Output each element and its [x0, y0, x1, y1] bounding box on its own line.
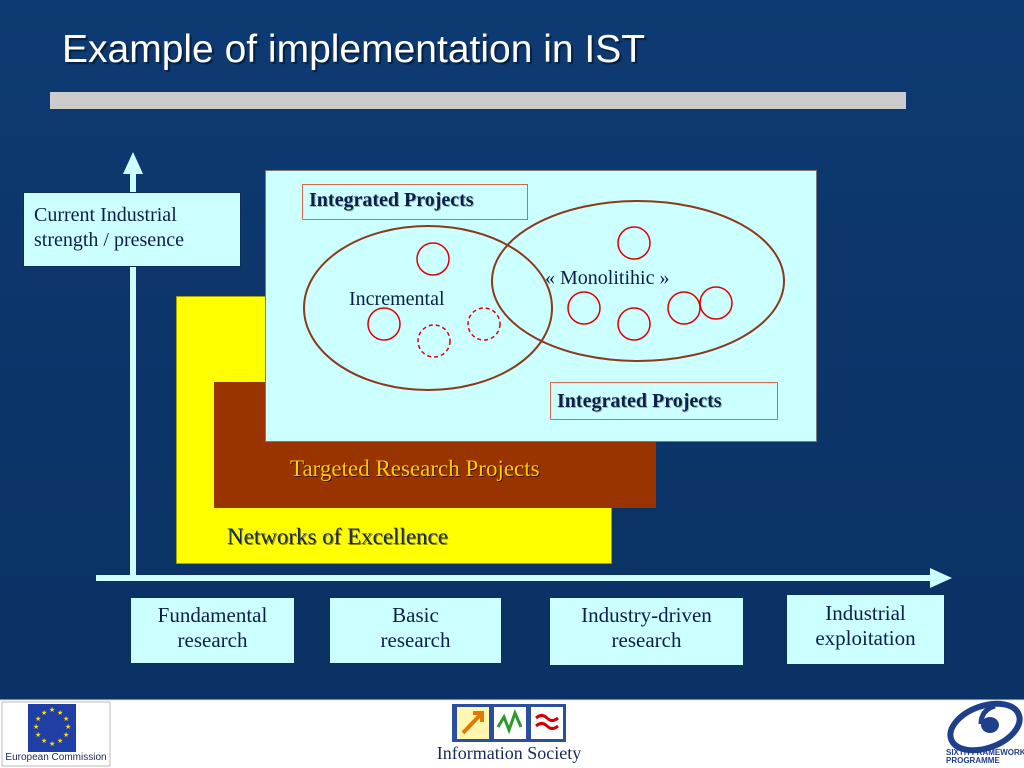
- incremental-label: Incremental: [349, 288, 445, 310]
- stage-industry-driven-research: Industry-driven research: [549, 597, 744, 666]
- project-circle: [667, 291, 701, 325]
- svg-text:★: ★: [49, 706, 55, 714]
- slide-title: Example of implementation in IST: [62, 28, 646, 71]
- fp6-caption-line2: PROGRAMME: [946, 756, 1000, 765]
- information-society-logo-icon: [433, 702, 585, 766]
- svg-text:★: ★: [63, 731, 69, 739]
- monolithic-label: « Monolitihic »: [545, 267, 670, 289]
- svg-text:★: ★: [35, 731, 41, 739]
- information-society-caption: Information Society: [436, 743, 582, 763]
- stage-fundamental-research: Fundamental research: [130, 597, 295, 664]
- y-axis-label-box: Current Industrial strength / presence: [23, 192, 241, 267]
- project-circle-dashed: [467, 307, 501, 341]
- svg-text:★: ★: [57, 737, 63, 745]
- european-commission-logo-icon: ★★★ ★★★ ★★★ ★★★: [1, 701, 111, 767]
- fp6-caption-line1: SIXTH FRAMEWORK: [946, 748, 1024, 757]
- svg-text:★: ★: [41, 737, 47, 745]
- monolithic-ellipse: [491, 200, 785, 362]
- sixth-framework-programme-logo-icon: [944, 700, 1024, 766]
- project-circle: [617, 307, 651, 341]
- project-circle: [699, 286, 733, 320]
- fp6-caption: SIXTH FRAMEWORK PROGRAMME: [946, 749, 1024, 765]
- stage-industrial-exploitation: Industrial exploitation: [786, 594, 945, 665]
- targeted-research-projects-label: Targeted Research Projects: [290, 456, 540, 481]
- project-circle: [567, 291, 601, 325]
- title-underline-bar: [50, 92, 906, 109]
- project-circle-dashed: [417, 324, 451, 358]
- svg-text:★: ★: [49, 740, 55, 748]
- svg-text:★: ★: [63, 715, 69, 723]
- svg-text:★: ★: [57, 709, 63, 717]
- x-axis-arrowhead: [930, 568, 952, 588]
- european-commission-caption: European Commission: [5, 752, 107, 763]
- stage-basic-research: Basic research: [329, 597, 502, 664]
- integrated-projects-tag-bottom: Integrated Projects: [550, 382, 778, 420]
- svg-text:★: ★: [35, 715, 41, 723]
- networks-of-excellence-label: Networks of Excellence: [227, 524, 448, 549]
- svg-text:★: ★: [65, 723, 71, 731]
- project-circle: [617, 226, 651, 260]
- project-circle: [367, 307, 401, 341]
- project-circle: [416, 242, 450, 276]
- incremental-ellipse: [303, 225, 553, 391]
- y-axis-arrowhead: [123, 152, 143, 174]
- integrated-projects-tag-top: Integrated Projects: [302, 184, 528, 220]
- svg-text:★: ★: [33, 723, 39, 731]
- svg-text:★: ★: [41, 709, 47, 717]
